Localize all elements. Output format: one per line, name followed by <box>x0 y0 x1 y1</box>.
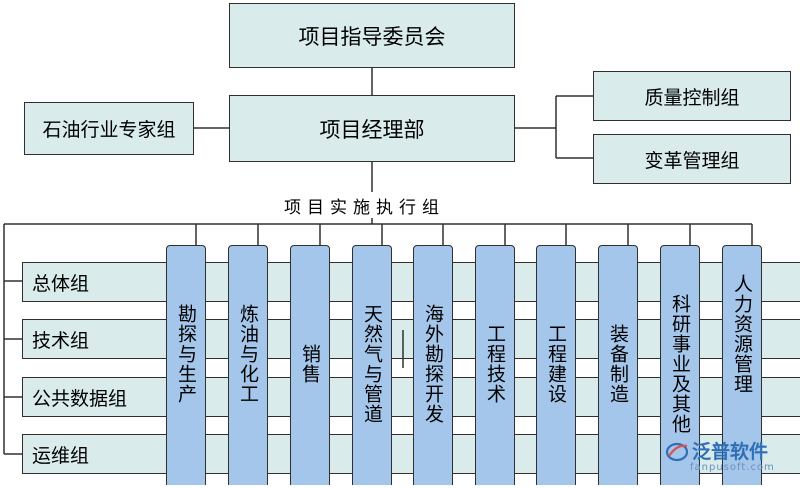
logo: 泛普软件 <box>665 437 768 464</box>
work-group-label: 总体组 <box>32 272 90 295</box>
exec-group-label: 项目实施执行组 <box>282 193 447 218</box>
expert-group-box: 石油行业专家组 <box>24 102 194 155</box>
logo-text: 泛普软件 <box>692 441 769 463</box>
work-group-label: 技术组 <box>32 329 90 352</box>
work-group-label: 运维组 <box>32 444 90 467</box>
department-column: 勘探与生产 <box>166 245 206 485</box>
change-group-box: 变革管理组 <box>593 134 791 184</box>
department-column: 科研事业及其他 <box>660 245 700 485</box>
qc-group-box: 质量控制组 <box>593 71 791 121</box>
department-label: 炼油与化工 <box>237 304 259 404</box>
expert-group-label: 石油行业专家组 <box>42 119 176 141</box>
department-label: 装备制造 <box>607 324 629 404</box>
department-label: 勘探与生产 <box>175 304 197 404</box>
department-label: 工程建设 <box>545 324 567 404</box>
logo-subtext: fanpusoft.com <box>690 462 775 473</box>
department-label: 销售 <box>299 344 321 384</box>
pm-dept-box: 项目经理部 <box>229 95 515 162</box>
department-label: 人力资源管理 <box>731 274 753 394</box>
fanpu-logo-icon <box>665 442 689 461</box>
work-group-label: 公共数据组 <box>32 387 128 410</box>
department-column: 天然气与管道 <box>352 245 392 485</box>
department-column: 销售 <box>290 245 330 485</box>
committee-label: 项目指导委员会 <box>298 24 446 49</box>
department-column: 人力资源管理 <box>722 245 762 485</box>
department-label: 天然气与管道 <box>361 304 383 424</box>
pm-dept-label: 项目经理部 <box>319 117 425 142</box>
department-label: 科研事业及其他 <box>669 294 691 434</box>
qc-group-label: 质量控制组 <box>644 86 740 109</box>
department-column: 海外勘探开发 <box>413 245 453 485</box>
department-column: 工程技术 <box>475 245 515 485</box>
department-column: 炼油与化工 <box>228 245 268 485</box>
department-column: 装备制造 <box>598 245 638 485</box>
department-column: 工程建设 <box>536 245 576 485</box>
committee-box: 项目指导委员会 <box>229 3 515 68</box>
department-label: 海外勘探开发 <box>422 304 444 424</box>
department-label: 工程技术 <box>484 324 506 404</box>
change-group-label: 变革管理组 <box>644 149 740 172</box>
